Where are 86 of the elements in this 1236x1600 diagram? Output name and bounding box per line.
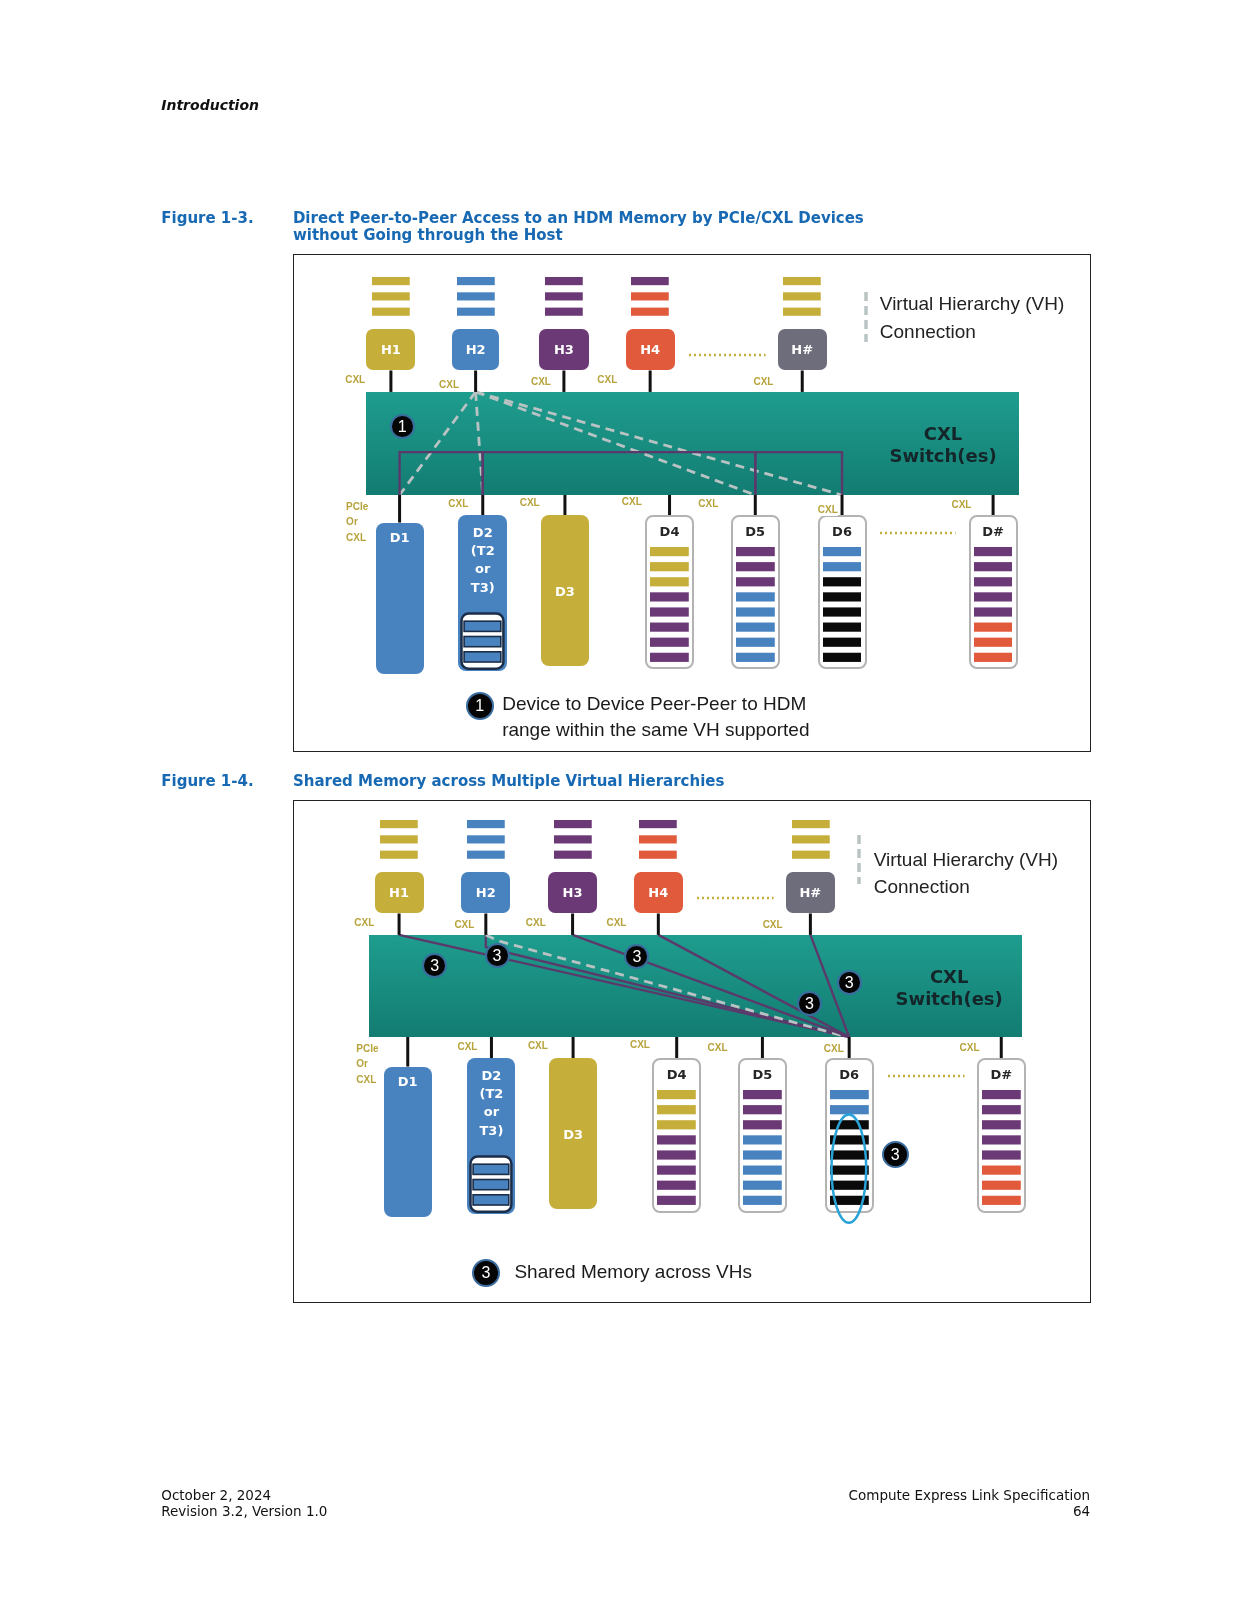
host-box: H2	[461, 871, 511, 914]
section-header: Introduction	[161, 96, 259, 114]
figure-title: Direct Peer-to-Peer Access to an HDM Memory by PCIe/CXL Devices without Going through the Host	[292, 210, 865, 244]
connector-line	[489, 1036, 493, 1059]
device-box	[458, 515, 508, 671]
connector-line	[753, 495, 757, 516]
host-box: H2	[452, 328, 500, 371]
host-box: H#	[777, 328, 827, 371]
memory-device-box	[737, 1058, 787, 1213]
footer-revision: Revision 3.2, Version 1.0	[161, 1503, 328, 1520]
connector-line	[406, 1036, 410, 1067]
figure-title: Shared Memory across Multiple Virtual Hierarchies	[292, 772, 726, 790]
device-box	[375, 522, 424, 674]
connector-line	[847, 1036, 851, 1059]
device-label: D2 (T2 or T3)	[478, 1066, 505, 1140]
memory-device-box	[645, 515, 695, 669]
connector-line	[999, 1036, 1003, 1059]
connector-line	[656, 913, 660, 935]
device-label: D4	[658, 522, 681, 541]
connector-line	[808, 913, 812, 935]
host-box: H4	[633, 871, 683, 914]
connector-line	[800, 370, 804, 392]
connector-line	[474, 370, 478, 392]
memory-device-box	[730, 515, 780, 669]
connector-line	[572, 933, 850, 1039]
switch-band	[366, 391, 1019, 495]
device-box	[467, 1058, 516, 1214]
device-label: D1	[396, 1072, 419, 1091]
connector-line	[760, 1036, 764, 1059]
connector-line	[571, 1036, 575, 1059]
edge-label: CXL	[817, 504, 838, 517]
host-box: H1	[374, 871, 424, 914]
connector-line	[840, 495, 844, 516]
connector-line	[562, 370, 566, 392]
connector-line	[398, 495, 402, 523]
connector-line	[484, 913, 488, 935]
connector-line	[668, 495, 672, 516]
device-box	[549, 1058, 598, 1210]
device-label: D#	[989, 1065, 1014, 1084]
host-box: H4	[625, 328, 675, 371]
connector-line	[389, 370, 393, 392]
host-box: H3	[538, 328, 589, 371]
page-number: 64	[1072, 1503, 1091, 1520]
host-box: H1	[366, 328, 416, 371]
device-label: D#	[981, 522, 1005, 541]
device-label: D5	[744, 522, 767, 541]
footer-title: Compute Express Link Specification	[848, 1487, 1091, 1504]
switch-band	[369, 934, 1022, 1037]
memory-device-box	[817, 515, 867, 669]
connector-line	[809, 934, 851, 1038]
connector-line	[648, 370, 652, 392]
connector-line	[398, 450, 484, 495]
connector-line	[754, 450, 844, 495]
dashed-connector	[398, 391, 477, 496]
callout-description: Shared Memory across VHs	[514, 1260, 753, 1285]
device-label: D2 (T2 or T3)	[469, 523, 496, 597]
connector-line	[481, 450, 757, 495]
connector-line	[571, 913, 575, 935]
switch-label: CXL Switch(es)	[894, 965, 1004, 1010]
device-label: D4	[665, 1065, 688, 1084]
host-box: H3	[548, 871, 598, 914]
switch-label: CXL Switch(es)	[888, 423, 998, 467]
dashed-connector	[475, 390, 843, 497]
memory-device-box	[652, 1058, 702, 1213]
legend-text: Virtual Hierarchy (VH) Connection	[873, 847, 1059, 900]
connector-line	[675, 1036, 679, 1059]
device-label: D5	[751, 1065, 774, 1084]
connector-line	[481, 495, 485, 516]
figure-number: Figure 1-4.	[161, 772, 254, 790]
device-label: D1	[388, 528, 411, 547]
device-label: D6	[838, 1065, 861, 1084]
callout-description: Device to Device Peer-Peer to HDM range within the same VH supported	[502, 692, 811, 743]
memory-device-box	[968, 515, 1018, 669]
memory-device-box	[976, 1058, 1026, 1213]
device-label: D3	[554, 582, 576, 601]
device-box	[540, 515, 589, 667]
connector-line	[563, 495, 567, 516]
connector-line	[397, 913, 401, 935]
host-box: H#	[785, 871, 835, 914]
figure-number: Figure 1-3.	[161, 210, 254, 227]
connector-line	[991, 495, 995, 516]
device-box	[383, 1066, 432, 1217]
legend-text: Virtual Hierarchy (VH) Connection	[879, 292, 1065, 344]
device-label: D6	[831, 522, 853, 541]
device-label: D3	[562, 1125, 584, 1144]
footer-date: October 2, 2024	[161, 1487, 272, 1504]
